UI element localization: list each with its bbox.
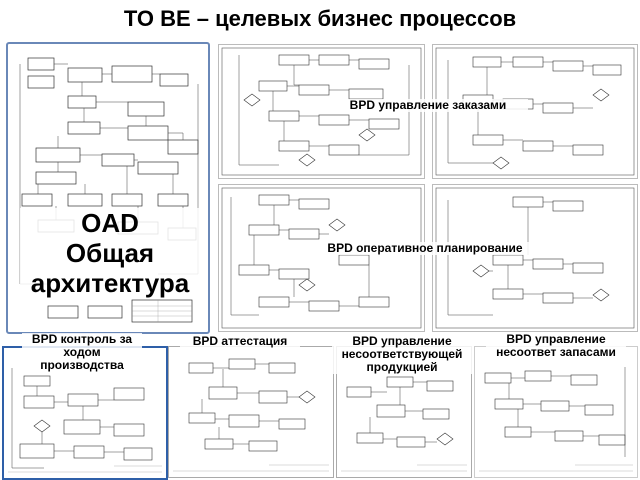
oad-label: OAD Общая архитектура [20, 208, 200, 298]
attestation-thumbnail[interactable] [168, 346, 334, 478]
planning-diagram-thumbnail-right[interactable] [432, 184, 638, 332]
planning-diagram-thumbnail-left[interactable] [218, 184, 425, 332]
oad-label-line-3: архитектура [20, 268, 200, 298]
nonconforming-label: BPD управление несоответствующей продукц… [332, 335, 472, 374]
orders-diagram-sketch-left [221, 47, 422, 176]
production-control-label-line-3: производства [40, 358, 124, 372]
nonconforming-label-line-1: BPD управление [352, 334, 452, 348]
production-control-label: BPD контроль за ходом производства [22, 333, 142, 372]
nonconforming-label-line-3: продукцией [366, 360, 438, 374]
attestation-sketch [173, 358, 329, 472]
nonconforming-label-line-2: несоответствующей [341, 347, 463, 361]
oad-diagram-sketch [19, 57, 199, 323]
nonconforming-sketch [341, 376, 467, 472]
planning-diagram-sketch-left [221, 187, 422, 329]
orders-label: BPD управление заказами [328, 99, 528, 112]
planning-label: BPD оперативное планирование [320, 242, 530, 255]
oad-label-line-2: Общая [20, 238, 200, 268]
production-control-label-line-1: BPD контроль за [31, 332, 133, 346]
inventory-thumbnail[interactable] [474, 346, 638, 478]
planning-diagram-sketch-right [435, 187, 635, 329]
inventory-label-line-1: BPD управление [506, 332, 606, 346]
production-control-label-line-2: ходом [63, 345, 101, 359]
inventory-sketch [479, 367, 633, 472]
inventory-label-line-2: несоответ запасами [496, 345, 616, 359]
production-control-sketch [8, 368, 162, 473]
inventory-label: BPD управление несоответ запасами [486, 333, 626, 359]
slide-title: TO BE – целевых бизнес процессов [123, 6, 517, 31]
oad-label-line-1: OAD [20, 208, 200, 238]
attestation-label: BPD аттестация [180, 335, 300, 348]
